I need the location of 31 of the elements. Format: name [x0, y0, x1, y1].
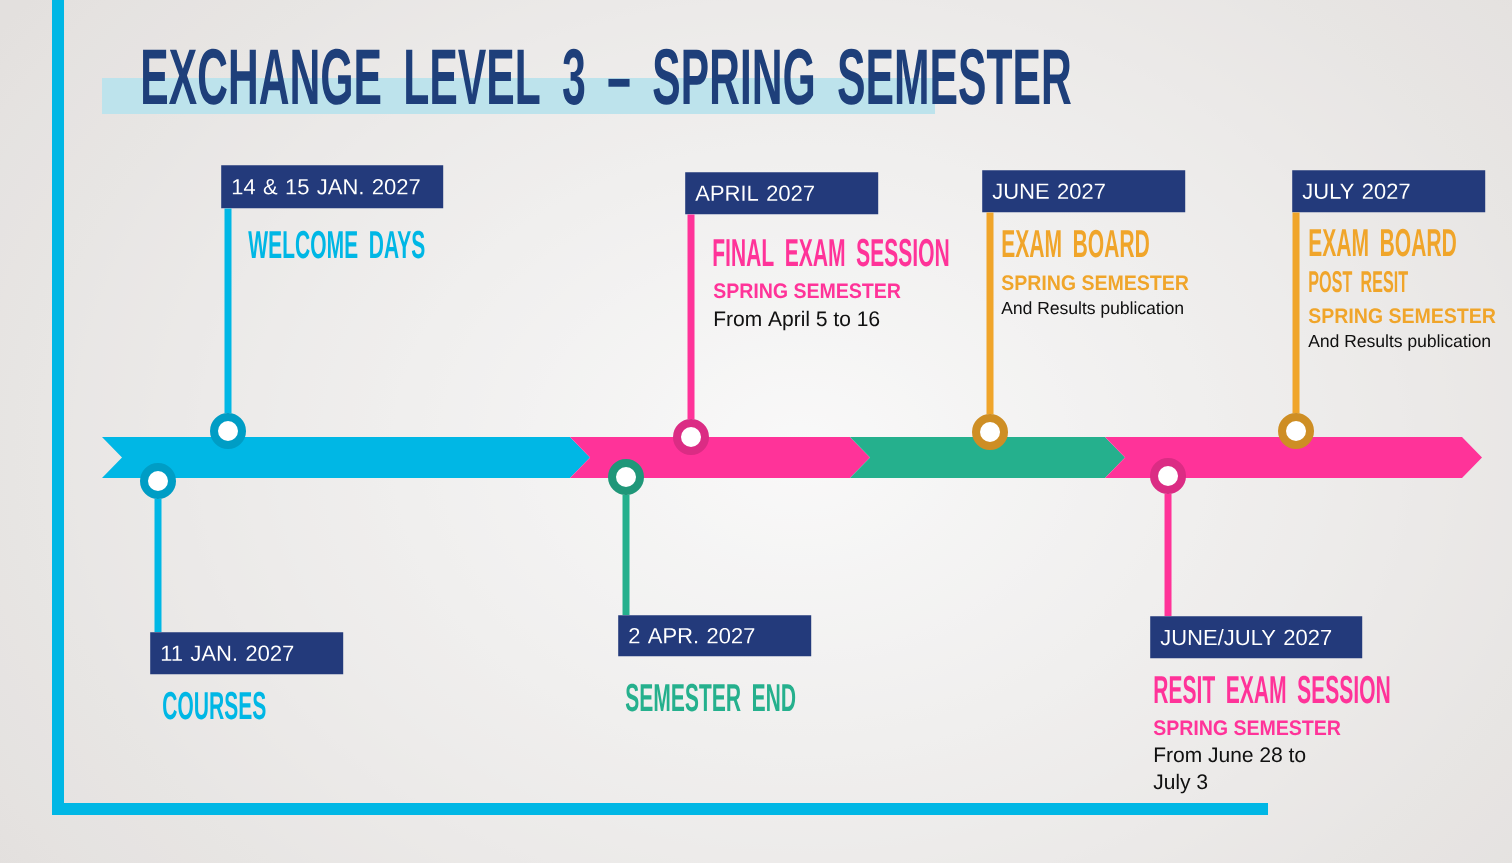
date-box: 11 JAN. 2027 — [150, 632, 344, 675]
event-title: RESIT EXAM SESSION — [1154, 675, 1390, 704]
event-title: SEMESTER END — [625, 683, 796, 712]
event-description: And Results publication — [1001, 301, 1183, 318]
ring-marker — [972, 414, 1008, 450]
event-description: And Results publication — [1308, 334, 1490, 351]
date-box: 2 APR. 2027 — [618, 615, 812, 657]
event-subtitle: SPRING SEMESTER — [1153, 720, 1341, 736]
ring-marker — [608, 459, 644, 495]
date-box: JUNE/JULY 2027 — [1150, 616, 1363, 659]
event-title: COURSES — [163, 691, 266, 720]
event-subtitle: SPRING SEMESTER — [1001, 275, 1189, 291]
ring-marker — [1278, 413, 1314, 449]
event-title: FINAL EXAM SESSION — [713, 238, 949, 267]
date-box: 14 & 15 JAN. 2027 — [221, 165, 444, 209]
event-title: WELCOME DAYS — [248, 230, 425, 259]
ring-marker — [673, 419, 709, 455]
event-subtitle: POST RESIT — [1309, 271, 1408, 293]
event-subtitle: SPRING SEMESTER — [713, 283, 901, 299]
date-box: JULY 2027 — [1292, 170, 1486, 213]
date-box: APRIL 2027 — [685, 172, 879, 215]
ring-marker — [140, 463, 176, 499]
event-description: From April 5 to 16 — [714, 310, 880, 331]
event-title: EXAM BOARD — [1309, 228, 1456, 257]
event-description: From June 28 to July 3 — [1153, 747, 1306, 794]
date-box: JUNE 2027 — [982, 170, 1186, 213]
ring-marker — [210, 413, 246, 449]
ring-marker — [1150, 458, 1186, 494]
title: EXCHANGE LEVEL 3 – SPRING SEMESTER — [102, 48, 1071, 114]
event-title: EXAM BOARD — [1002, 229, 1149, 258]
event-subtitle: SPRING SEMESTER — [1308, 308, 1496, 324]
